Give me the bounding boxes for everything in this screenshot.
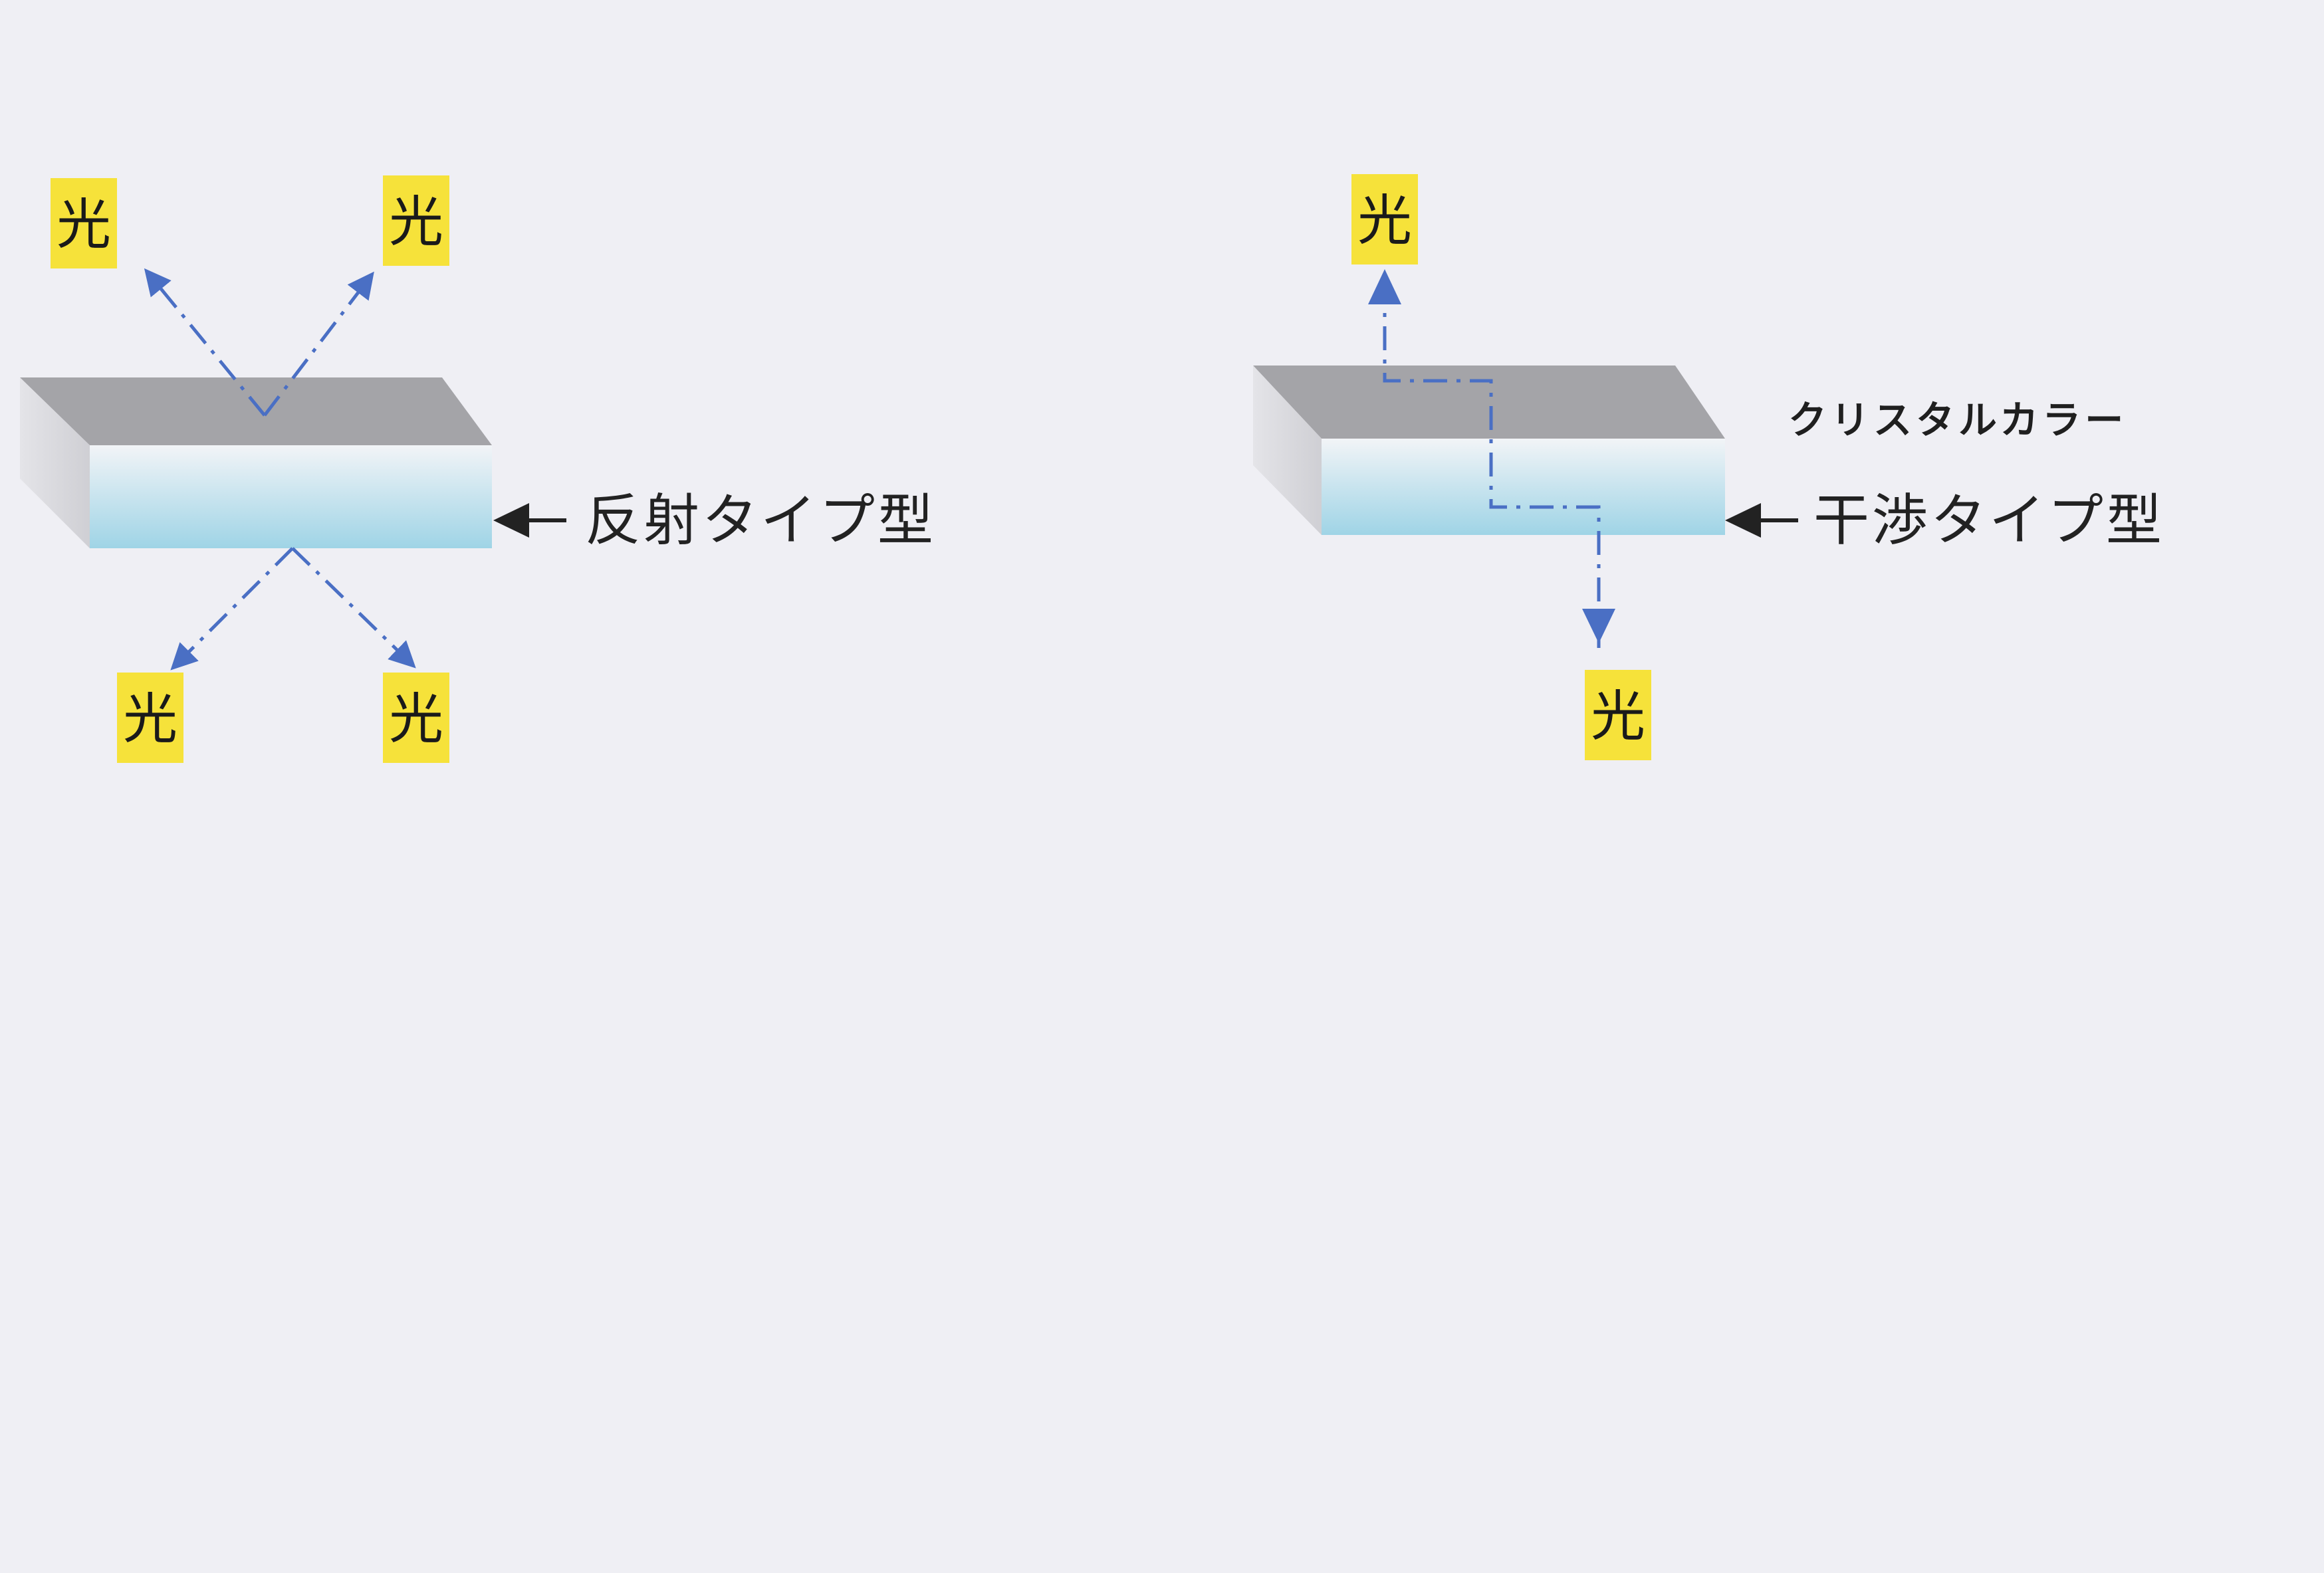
light-label: 光	[57, 193, 111, 257]
reflection-diagram: 光 光 光 光 反射タイプ型	[20, 175, 936, 763]
reflection-type-label: 反射タイプ型	[585, 488, 936, 553]
interference-ray-arrowhead-down	[1582, 609, 1615, 643]
light-box-top: 光	[1351, 174, 1418, 264]
reflection-ray-lower-right	[291, 547, 416, 669]
light-label: 光	[123, 688, 177, 751]
light-box-upper-right: 光	[383, 175, 449, 266]
interference-pointer-arrow	[1725, 503, 1798, 538]
reflection-ray-lower-left	[170, 547, 294, 671]
interference-block-front	[1322, 439, 1725, 535]
light-label: 光	[389, 688, 443, 751]
interference-ray-arrowhead-up	[1368, 269, 1401, 304]
light-box-lower-right: 光	[383, 673, 449, 763]
reflection-block-side	[20, 377, 90, 548]
light-box-bottom: 光	[1585, 670, 1651, 760]
interference-block-side	[1253, 366, 1322, 535]
reflection-ray-upper-left	[144, 268, 266, 417]
light-label: 光	[1591, 685, 1645, 748]
reflection-block	[20, 377, 492, 548]
reflection-pointer-arrow	[493, 503, 566, 538]
interference-ray-path	[1383, 272, 1601, 648]
reflection-ray-upper-right	[263, 271, 374, 417]
light-box-upper-left: 光	[51, 178, 117, 268]
light-label: 光	[1357, 189, 1412, 253]
reflection-block-front	[90, 445, 492, 548]
light-label: 光	[389, 191, 443, 254]
crystal-color-label: クリスタルカラー	[1788, 397, 2127, 443]
interference-type-label: 干渉タイプ型	[1813, 488, 2164, 553]
interference-block-top	[1253, 366, 1725, 439]
reflection-block-top	[20, 377, 492, 445]
light-box-lower-left: 光	[117, 673, 183, 763]
interference-diagram: 光 光 クリスタルカラー 干渉タイプ型	[1253, 174, 2164, 760]
interference-block	[1253, 366, 1725, 535]
